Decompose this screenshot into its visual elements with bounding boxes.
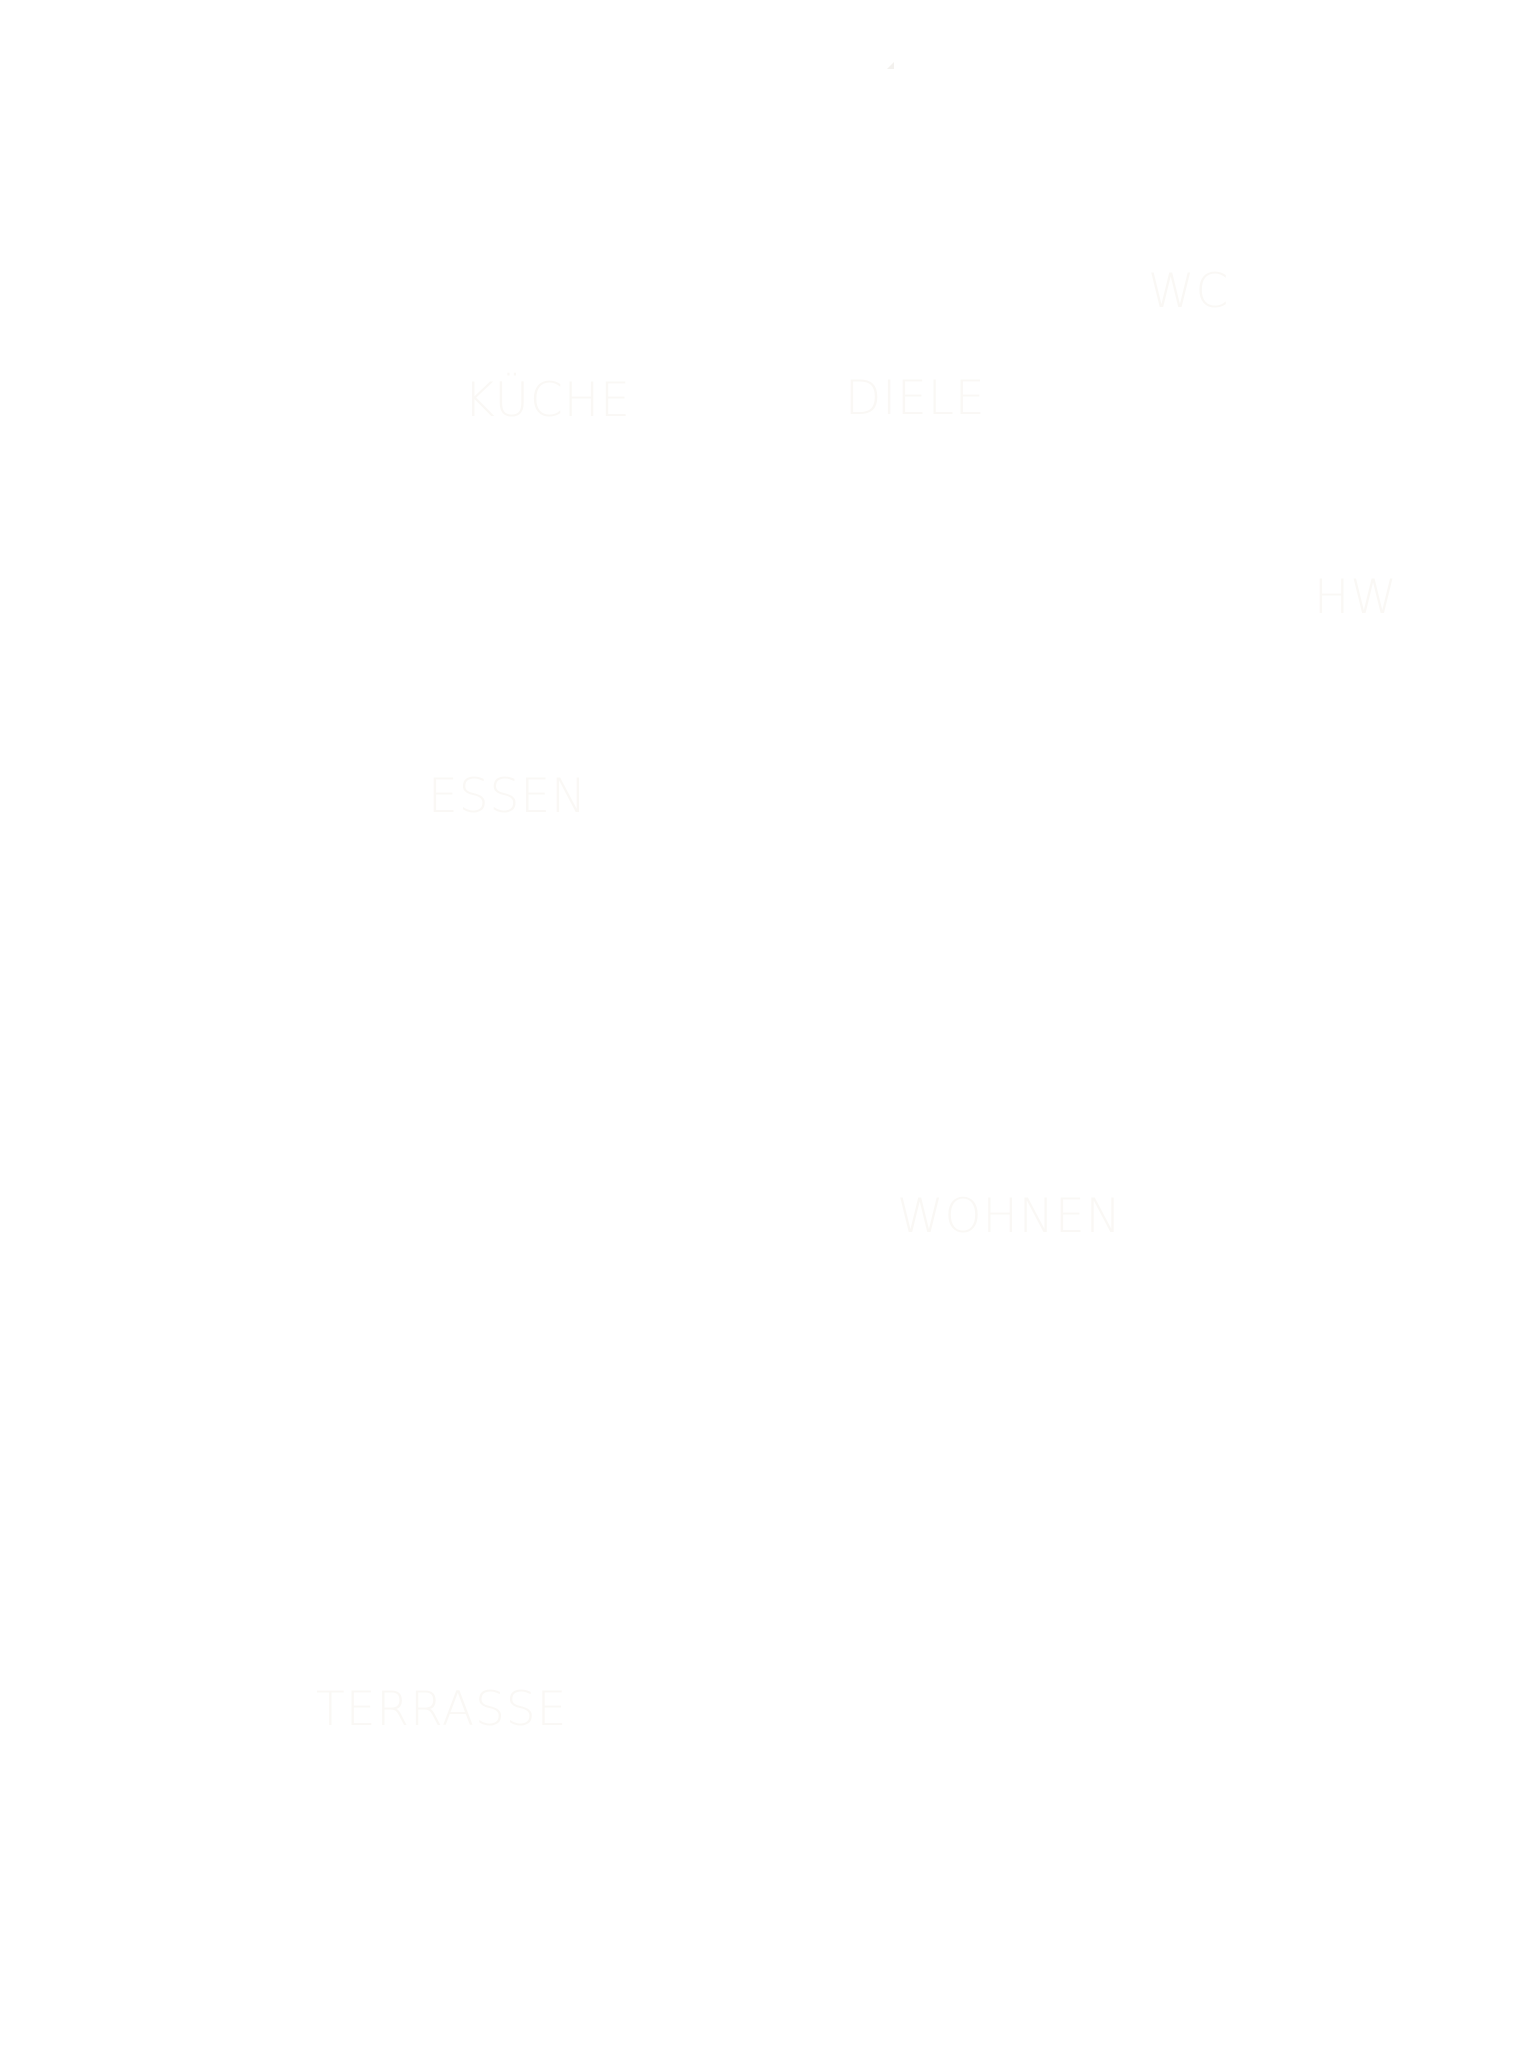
room-label-terrasse: TERRASSE — [316, 1682, 568, 1737]
room-label-diele: DIELE — [845, 371, 986, 426]
room-label-wohnen: WOHNEN — [897, 1189, 1122, 1244]
room-label-kueche: KÜCHE — [464, 373, 631, 428]
room-label-wc: WC — [1148, 264, 1230, 319]
triangle-marker-icon — [887, 62, 894, 69]
room-label-essen: ESSEN — [428, 769, 588, 824]
room-label-hw: HW — [1314, 570, 1398, 625]
